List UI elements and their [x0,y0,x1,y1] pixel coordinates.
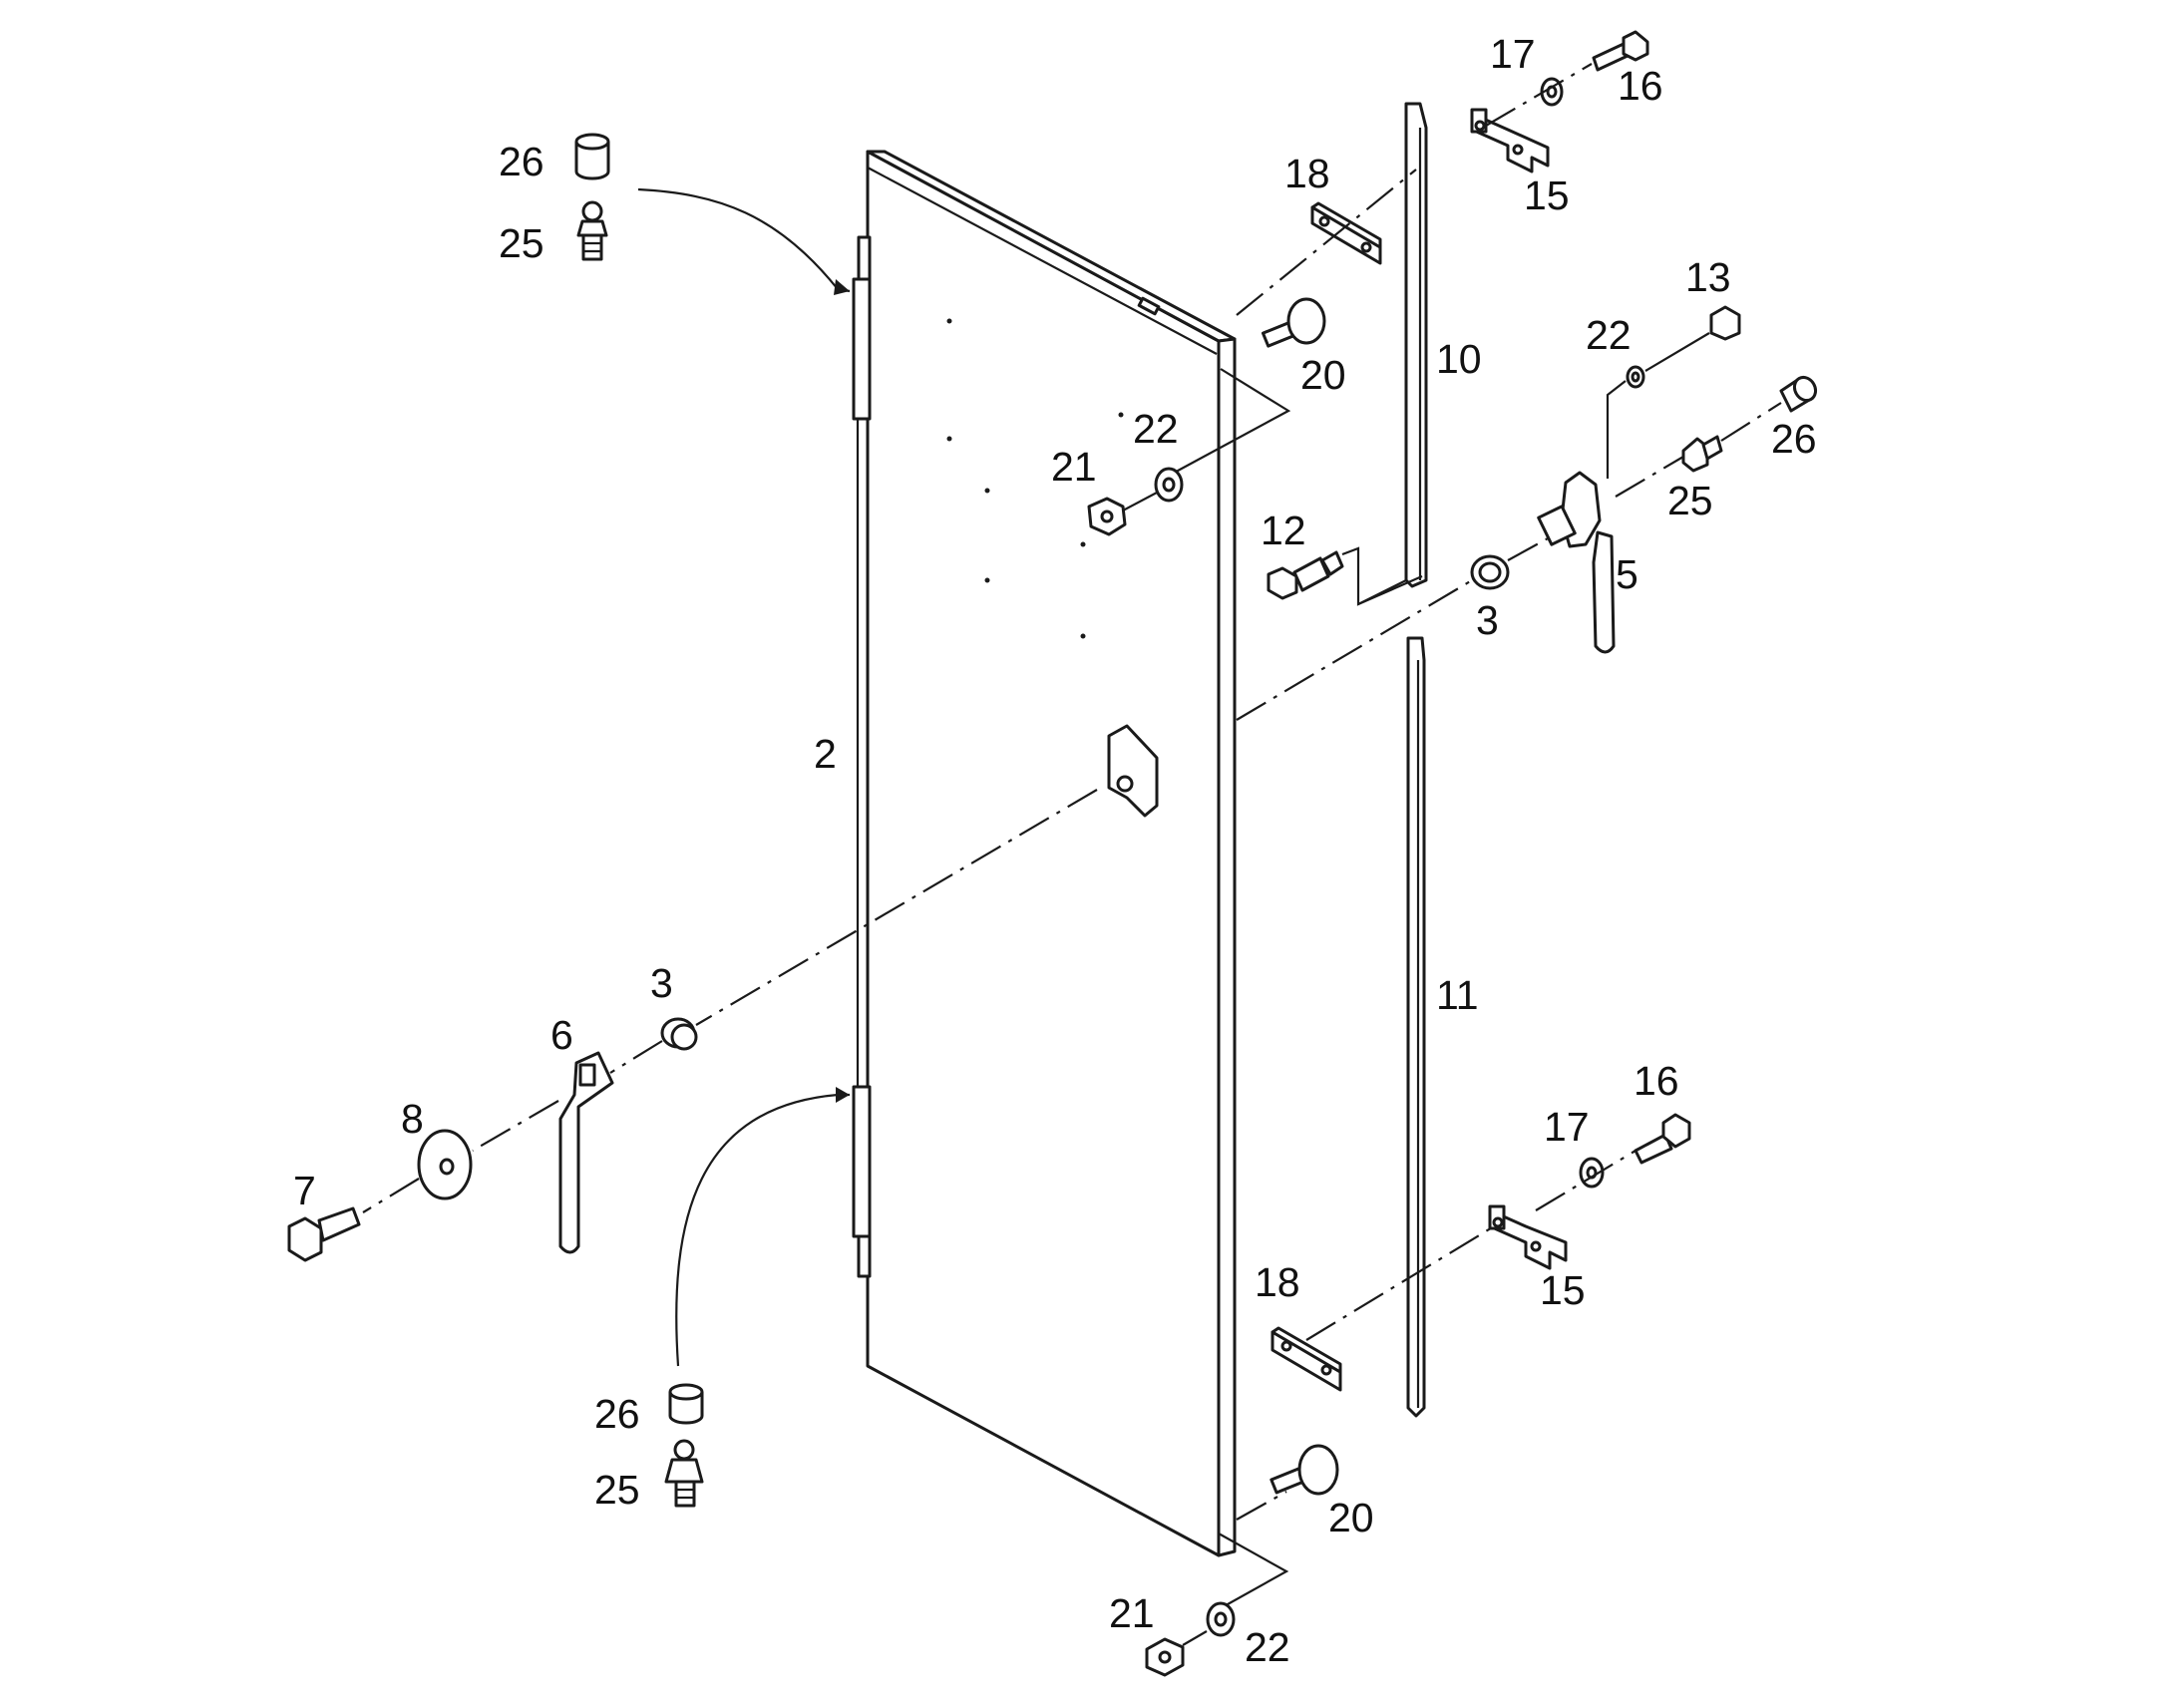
grease-fitting-icon-right [1681,435,1723,473]
callout-21-mid: 21 [1051,444,1097,490]
shim-plate-lower [1271,1326,1342,1392]
nut-icon-right [1709,305,1741,341]
callout-5: 5 [1616,551,1638,597]
callout-10: 10 [1436,336,1482,382]
callout-25-upper-left: 25 [499,220,545,266]
grease-cap-icon-lower-left [668,1383,704,1425]
callout-8: 8 [401,1096,424,1142]
callout-15-upper: 15 [1524,172,1570,218]
bolt-icon-lower [1634,1113,1691,1165]
callout-2: 2 [814,731,837,777]
stop-knob-icon-upper [1261,297,1326,348]
lower-rod [1406,636,1426,1418]
callout-15-lower: 15 [1540,1267,1586,1313]
callout-18-upper: 18 [1284,151,1330,196]
grease-fitting-icon-upper-left [576,200,608,261]
callout-16-lower: 16 [1634,1058,1679,1104]
latch-lever [558,1051,614,1254]
handle-assembly [1537,471,1616,654]
callout-22-mid: 22 [1133,406,1179,452]
callout-20-lower: 20 [1328,1495,1374,1540]
keeper-bracket [1107,724,1159,818]
callout-20-upper: 20 [1300,352,1346,398]
upper-rod [1404,102,1428,588]
grease-fitting-icon-lower-left [664,1439,704,1508]
callout-21-bottom: 21 [1109,1590,1155,1636]
nut-icon-mid [1087,497,1127,536]
stop-knob-icon-lower [1270,1444,1339,1496]
callout-13: 13 [1685,254,1731,300]
callout-17-upper: 17 [1490,31,1536,77]
callout-12: 12 [1261,508,1306,553]
callout-16-upper: 16 [1618,63,1663,109]
callout-3-lower: 3 [650,960,673,1006]
bushing-icon-upper [1470,554,1510,590]
bushing-icon-lower [660,1017,698,1051]
callout-26-upper-left: 26 [499,139,545,184]
callout-22-bottom: 22 [1245,1624,1290,1670]
bolt-icon-upper [1592,30,1649,72]
washer-icon-bottom [1206,1601,1236,1637]
pivot-pin-icon [1267,550,1344,600]
callout-25-lower-left: 25 [594,1467,640,1513]
grease-cap-icon-upper-left [574,133,610,180]
hex-bolt-icon [287,1206,361,1262]
flat-washer-icon [417,1129,473,1200]
callout-3-upper: 3 [1476,597,1499,643]
rod-guide-bracket-lower [1488,1204,1568,1270]
callout-26-lower-left: 26 [594,1391,640,1437]
callout-22-right: 22 [1586,312,1632,358]
callout-6: 6 [550,1012,573,1058]
nut-icon-bottom [1145,1637,1185,1677]
callout-17-lower: 17 [1544,1104,1590,1150]
grease-cap-icon-right [1779,375,1818,413]
callout-labels: 26 25 18 17 16 15 10 20 22 21 13 22 26 2… [293,31,1817,1670]
washer-icon-mid [1154,467,1184,503]
washer-icon-right [1626,365,1645,389]
callout-26-right: 26 [1771,416,1817,462]
door-panel [852,150,1237,1557]
shim-plate-upper [1310,201,1382,265]
callout-18-lower: 18 [1255,1259,1300,1305]
callout-11: 11 [1436,972,1479,1018]
callout-7: 7 [293,1168,316,1213]
rod-guide-bracket-upper [1470,108,1550,173]
callout-25-right: 25 [1667,478,1713,523]
